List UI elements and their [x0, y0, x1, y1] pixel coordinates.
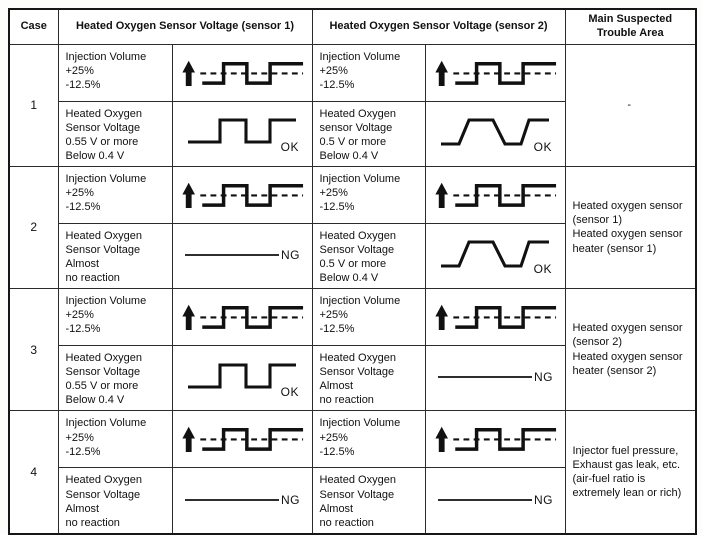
trouble-area-cell: Injector fuel pressure, Exhaust gas leak… [564, 410, 697, 535]
injection-volume-cell: Injection Volume +25% -12.5% [311, 43, 426, 102]
table-row: 1 Injection Volume +25% -12.5% Injection… [8, 43, 697, 167]
injection-waveform-cell [171, 43, 313, 102]
injection-response-waveform-icon [179, 171, 305, 214]
injection-volume-cell: Injection Volume +25% -12.5% [311, 288, 426, 347]
injection-response-waveform-icon [179, 293, 305, 336]
square-wave-ok-icon: OK [186, 356, 299, 399]
table-row: 2 Injection Volume +25% -12.5% Injection… [8, 165, 697, 290]
ok-label: OK [533, 140, 552, 155]
injection-waveform-cell [424, 410, 566, 469]
table-row: Heated Oxygen Sensor Voltage 0.55 V or m… [9, 345, 696, 412]
header-sensor2: Heated Oxygen Sensor Voltage (sensor 2) [311, 8, 566, 45]
sensor-voltage-cell: Heated Oxygen sensor Voltage 0.5 V or mo… [311, 100, 426, 167]
injection-waveform-cell [171, 165, 313, 224]
voltage-waveform-cell: OK [171, 345, 313, 412]
ng-label: NG [281, 247, 300, 262]
voltage-waveform-cell: OK [171, 100, 313, 167]
table-row: 3 Injection Volume +25% -12.5% Injection… [8, 288, 697, 412]
case-number-cell: 1 [8, 43, 59, 167]
square-wave-ok-icon: OK [186, 111, 299, 155]
trouble-area-cell: - [564, 43, 697, 167]
ng-label: NG [281, 492, 300, 507]
injection-response-waveform-icon [179, 49, 305, 92]
sensor-voltage-cell: Heated Oxygen Sensor Voltage Almost no r… [57, 222, 173, 290]
sensor-voltage-cell: Heated Oxygen Sensor Voltage Almost no r… [311, 345, 426, 412]
oxygen-sensor-diagnostic-table: Case Heated Oxygen Sensor Voltage (senso… [8, 8, 697, 535]
injection-waveform-cell [424, 43, 566, 102]
injection-response-waveform-icon [432, 415, 558, 458]
trapezoid-wave-ok-icon: OK [439, 111, 552, 155]
injection-volume-cell: Injection Volume +25% -12.5% [57, 165, 173, 224]
header-case: Case [8, 8, 59, 45]
injection-waveform-cell [171, 288, 313, 347]
injection-volume-cell: Injection Volume +25% -12.5% [311, 165, 426, 224]
header-row: Case Heated Oxygen Sensor Voltage (senso… [8, 8, 697, 45]
injection-waveform-cell [424, 288, 566, 347]
voltage-waveform-cell: NG [424, 467, 566, 535]
voltage-waveform-cell: OK [424, 100, 566, 167]
injection-volume-cell: Injection Volume +25% -12.5% [57, 43, 173, 102]
ng-label: NG [534, 370, 553, 385]
table-row: Heated Oxygen Sensor Voltage Almost no r… [9, 222, 696, 290]
voltage-waveform-cell: NG [171, 222, 313, 290]
ng-label: NG [534, 492, 553, 507]
injection-response-waveform-icon [432, 49, 558, 92]
case-number-cell: 4 [8, 410, 59, 535]
header-sensor1: Heated Oxygen Sensor Voltage (sensor 1) [57, 8, 313, 45]
flat-line-ng-icon: NG [184, 494, 300, 506]
trapezoid-wave-ok-icon: OK [439, 233, 552, 277]
injection-response-waveform-icon [432, 171, 558, 214]
injection-waveform-cell [171, 410, 313, 469]
injection-response-waveform-icon [432, 293, 558, 336]
sensor-voltage-cell: Heated Oxygen Sensor Voltage Almost no r… [311, 467, 426, 535]
sensor-voltage-cell: Heated Oxygen Sensor Voltage 0.55 V or m… [57, 100, 173, 167]
sensor-voltage-cell: Heated Oxygen Sensor Voltage 0.5 V or mo… [311, 222, 426, 290]
flat-line-ng-icon: NG [184, 249, 300, 261]
voltage-waveform-cell: NG [171, 467, 313, 535]
table-row: Heated Oxygen Sensor Voltage 0.55 V or m… [9, 100, 696, 167]
injection-volume-cell: Injection Volume +25% -12.5% [57, 288, 173, 347]
trouble-area-cell: Heated oxygen sensor (sensor 2) Heated o… [564, 288, 697, 412]
ok-label: OK [533, 262, 552, 277]
injection-waveform-cell [424, 165, 566, 224]
voltage-waveform-cell: NG [424, 345, 566, 412]
sensor-voltage-cell: Heated Oxygen Sensor Voltage Almost no r… [57, 467, 173, 535]
table-row: 4 Injection Volume +25% -12.5% Injection… [8, 410, 697, 535]
header-trouble-area: Main Suspected Trouble Area [564, 8, 697, 45]
injection-volume-cell: Injection Volume +25% -12.5% [57, 410, 173, 469]
injection-response-waveform-icon [179, 415, 305, 458]
scanned-manual-page: Case Heated Oxygen Sensor Voltage (senso… [8, 8, 697, 535]
injection-volume-cell: Injection Volume +25% -12.5% [311, 410, 426, 469]
flat-line-ng-icon: NG [437, 494, 553, 506]
ok-label: OK [280, 384, 299, 399]
voltage-waveform-cell: OK [424, 222, 566, 290]
trouble-area-cell: Heated oxygen sensor (sensor 1) Heated o… [564, 165, 697, 290]
flat-line-ng-icon: NG [437, 371, 553, 383]
sensor-voltage-cell: Heated Oxygen Sensor Voltage 0.55 V or m… [57, 345, 173, 412]
case-number-cell: 3 [8, 288, 59, 412]
case-number-cell: 2 [8, 165, 59, 290]
ok-label: OK [280, 140, 299, 155]
